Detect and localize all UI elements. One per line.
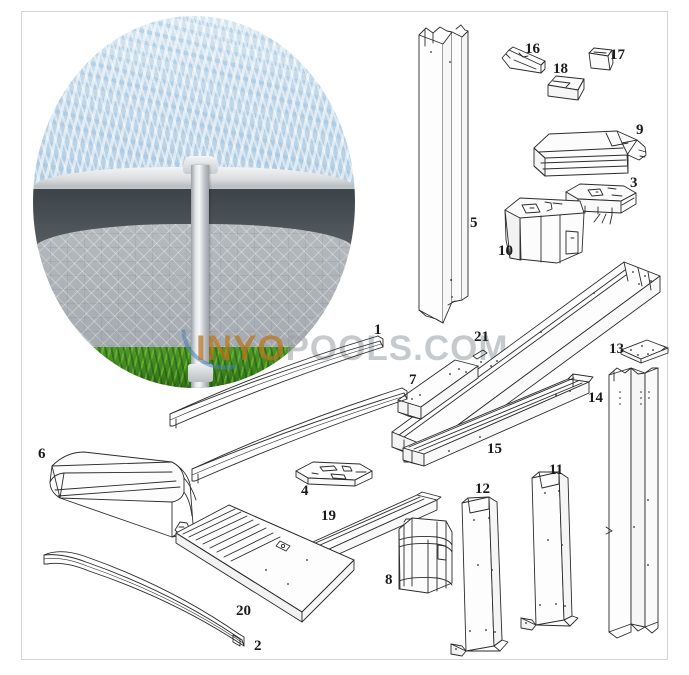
photo-post-foot [187,363,214,383]
callout-number-3: 3 [630,175,638,191]
callout-number-16: 16 [525,41,540,57]
callout-number-13: 13 [609,341,624,357]
part-4-bottom-plate-connector [295,461,373,487]
part-2-bottom-rail-curved-section [43,551,245,647]
callout-number-7: 7 [409,372,417,388]
part-10-top-corner-cap [504,197,585,264]
part-8-bottom-corner-boot [398,517,453,594]
part-16-latch-clip-strip [501,46,546,74]
callout-number-1: 1 [374,322,382,338]
part-11-side-support-leg-right [520,471,579,631]
callout-number-12: 12 [475,481,490,497]
part-7-straight-side-rail-bracket [397,359,479,420]
callout-number-4: 4 [301,483,309,499]
part-9-top-cap-cover [533,130,647,177]
callout-number-14: 14 [588,390,603,406]
part-15-straight-bottom-track [402,373,594,467]
callout-number-8: 8 [385,572,393,588]
callout-number-19: 19 [321,508,336,524]
callout-number-17: 17 [610,47,625,63]
callout-number-20: 20 [236,603,251,619]
callout-number-6: 6 [38,446,46,462]
callout-number-10: 10 [498,243,513,259]
callout-number-5: 5 [470,215,478,231]
part-6-top-rail-cover-curved [49,451,197,538]
photo-upright-post [190,164,209,388]
callout-number-9: 9 [636,122,644,138]
part-14-vertical-upright-post [605,367,659,639]
part-1b-top-rail-curved-section-lower [191,387,408,484]
callout-number-2: 2 [254,638,262,654]
callout-number-15: 15 [487,441,502,457]
part-13-upright-top-cap-plate [620,339,669,364]
part-17-small-flat-plate [588,47,614,71]
callout-number-18: 18 [553,61,568,77]
callout-number-11: 11 [549,462,564,478]
pool-photo-inset [33,16,355,388]
part-20-ribbed-floor-panel [175,504,355,623]
part-5-vertical-upright-column [418,24,469,324]
part-1-top-rail-curved-section [169,335,384,429]
part-12-side-support-leg-left [450,496,509,657]
callout-number-21: 21 [474,329,489,345]
part-18-small-block-spacer [547,75,585,101]
